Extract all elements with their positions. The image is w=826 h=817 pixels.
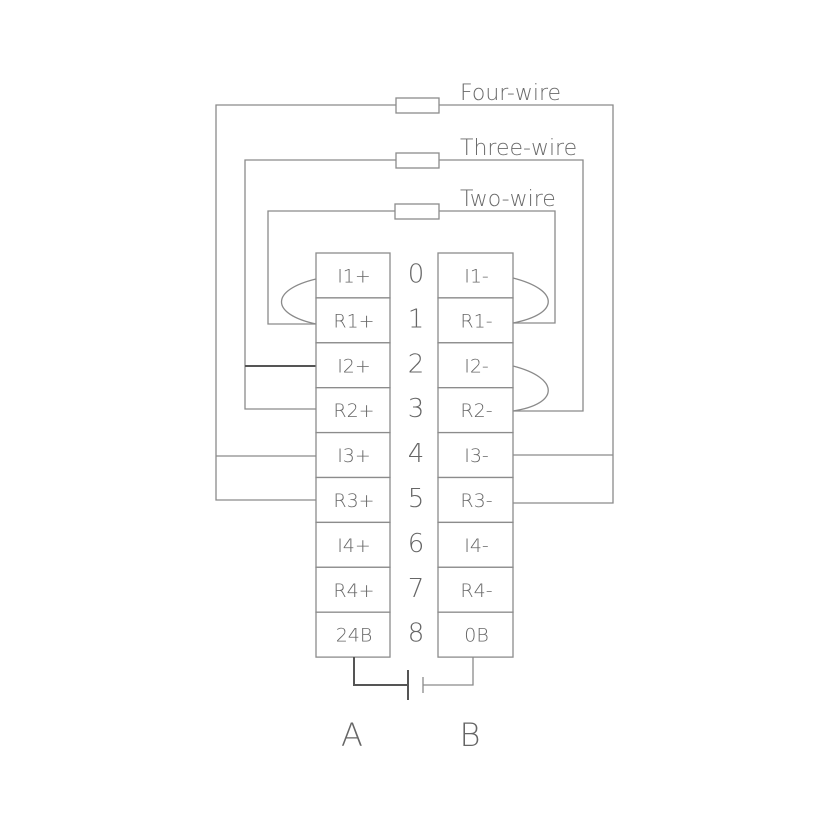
three-wire-resistor [395, 152, 440, 169]
terminal-b-5: R3- [437, 476, 514, 524]
two-wire-resistor [394, 203, 440, 220]
two-wire-circuit: Two-wire [267, 187, 556, 325]
terminal-a-8: 24B [315, 611, 391, 658]
two-wire-left-lead [267, 210, 395, 325]
terminal-cell [437, 521, 514, 568]
terminal-b-2: I2- [437, 342, 514, 389]
terminal-a-7: R4+ [315, 566, 391, 613]
terminal-a-2: I2+ [315, 342, 391, 389]
three-wire-left-lead [244, 159, 396, 410]
terminal-b-6: I4- [437, 521, 514, 568]
terminal-number: 7 [408, 574, 425, 604]
terminal-label: I3+ [337, 445, 371, 467]
terminal-label: I4+ [337, 535, 371, 557]
four-wire-label: Four-wire [460, 81, 561, 106]
terminal-a-5: R3+ [315, 476, 391, 524]
terminal-cell [315, 297, 391, 344]
terminal-label: R4+ [333, 580, 374, 602]
terminal-label: I4- [464, 535, 489, 557]
terminal-b-1: R1- [437, 297, 514, 344]
column-label-a: A [341, 716, 363, 754]
terminal-number: 5 [408, 484, 425, 514]
three-wire-right-jumper [512, 365, 549, 412]
terminal-label: I2- [464, 355, 489, 377]
two-wire-left-jumper [281, 278, 317, 325]
terminal-label: R3+ [333, 490, 374, 512]
terminal-a-3: R2+ [315, 387, 391, 434]
terminal-label: R4- [460, 580, 492, 602]
terminal-number: 8 [408, 619, 425, 649]
terminal-b-8: 0B [437, 611, 514, 658]
terminal-cell [315, 431, 391, 479]
terminal-a-1: R1+ [315, 297, 391, 344]
four-wire-right-lead [439, 104, 614, 504]
two-wire-right-lead [439, 210, 556, 324]
terminal-a-4: I3+ [315, 431, 391, 479]
terminal-label: I3- [464, 445, 489, 467]
terminal-block-b: I1- R1- I2- R2- I3- R3- I4- R4- 0B [437, 252, 514, 658]
terminal-label: R1- [460, 310, 492, 332]
terminal-label: R1+ [333, 310, 374, 332]
four-wire-circuit: Four-wire [215, 81, 614, 504]
terminal-cell [437, 342, 514, 389]
terminal-cell [315, 387, 391, 434]
terminal-cell [437, 297, 514, 344]
four-wire-resistor [395, 97, 440, 114]
terminal-cell [315, 252, 391, 299]
terminal-label: I1- [464, 265, 489, 287]
terminal-number: 4 [408, 439, 425, 469]
terminal-number: 0 [408, 259, 425, 289]
terminal-number: 1 [408, 304, 425, 334]
terminal-label: R3- [460, 490, 492, 512]
terminal-label: R2- [460, 400, 492, 422]
terminal-cell [315, 611, 391, 658]
terminal-cell [315, 342, 391, 389]
power-supply-circuit [353, 657, 474, 700]
terminal-cell [437, 387, 514, 434]
terminal-a-0: I1+ [315, 252, 391, 299]
three-wire-right-lead [439, 159, 584, 412]
terminal-number: 6 [408, 529, 425, 559]
terminal-cell [437, 252, 514, 299]
terminal-cell [437, 566, 514, 613]
terminal-label: I2+ [337, 355, 371, 377]
terminal-cell [437, 611, 514, 658]
three-wire-label: Three-wire [460, 136, 577, 161]
column-label-b: B [460, 716, 481, 754]
terminal-cell [437, 431, 514, 479]
supply-negative-lead [423, 657, 474, 686]
terminal-block-a: I1+ R1+ I2+ R2+ I3+ R3+ I4+ R4+ 24B [315, 252, 391, 658]
terminal-cell [315, 566, 391, 613]
terminal-label: 0B [464, 625, 489, 647]
three-wire-circuit: Three-wire [244, 136, 584, 412]
terminal-b-0: I1- [437, 252, 514, 299]
two-wire-right-jumper [512, 277, 549, 324]
terminal-label: R2+ [333, 400, 374, 422]
terminal-label: 24B [336, 625, 373, 647]
terminal-number: 3 [408, 394, 425, 424]
terminal-a-6: I4+ [315, 521, 391, 568]
two-wire-label: Two-wire [460, 187, 556, 212]
terminal-b-4: I3- [437, 431, 514, 479]
terminal-number: 2 [408, 349, 425, 379]
terminal-numbers: 0 1 2 3 4 5 6 7 8 [408, 259, 425, 648]
terminal-cell [315, 476, 391, 524]
supply-positive-lead [353, 657, 408, 686]
four-wire-left-lead [215, 104, 396, 501]
terminal-b-7: R4- [437, 566, 514, 613]
terminal-label: I1+ [337, 265, 371, 287]
terminal-b-3: R2- [437, 387, 514, 434]
